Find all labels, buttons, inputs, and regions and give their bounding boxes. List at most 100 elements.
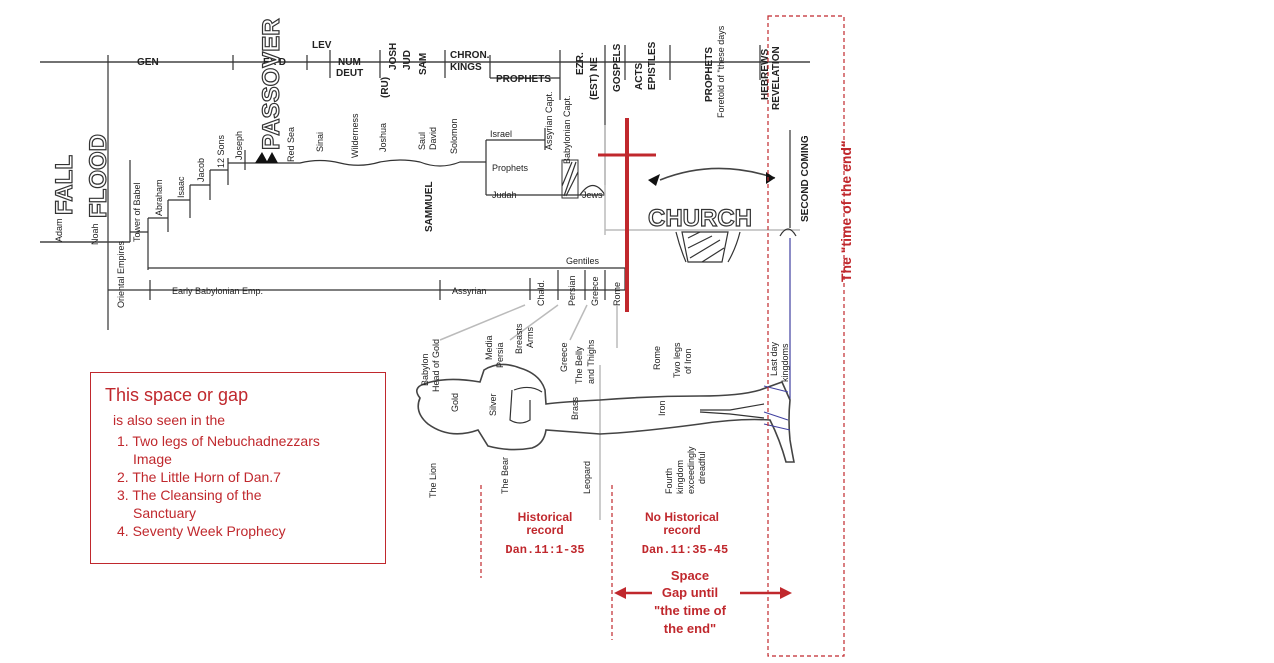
empire-timeline: Oriental Empires Early Babylonian Emp. A… xyxy=(108,240,625,520)
label-church: CHURCH xyxy=(648,205,752,232)
label-persia: Persia xyxy=(495,342,505,368)
label-samuel: SAMMUEL xyxy=(424,181,435,232)
label-saul: Saul xyxy=(417,132,427,150)
space-line-1: Space xyxy=(671,568,709,583)
label-assyrian: Assyrian xyxy=(452,286,487,296)
label-babylonian-capt: Babylonian Capt. xyxy=(562,95,572,164)
arrow-right-icon xyxy=(780,587,792,599)
space-line-4: the end" xyxy=(664,621,716,636)
cross xyxy=(598,118,656,312)
label-wilderness: Wilderness xyxy=(350,113,360,158)
label-kingdom: kingdom xyxy=(675,460,685,494)
note-item: Image xyxy=(133,451,172,467)
label-image-greece: Greece xyxy=(559,342,569,372)
note-item: 1. Two legs of Nebuchadnezzars xyxy=(117,433,320,449)
note-item: 2. The Little Horn of Dan.7 xyxy=(117,469,281,485)
book-ruth: (RU) xyxy=(380,77,391,98)
label-greece: Greece xyxy=(590,276,600,306)
label-thighs: and Thighs xyxy=(586,339,596,384)
note-item: 4. Seventy Week Prophecy xyxy=(117,523,286,539)
label-solomon: Solomon xyxy=(449,118,459,154)
label-joshua: Joshua xyxy=(378,123,388,152)
note-list: 1. Two legs of Nebuchadnezzars Image 2. … xyxy=(103,432,373,540)
history-staircase: Adam FALL Noah FLOOD Tower of Babel Abra… xyxy=(40,18,626,290)
label-judah: Judah xyxy=(492,190,517,200)
book-gospels: GOSPELS xyxy=(612,43,623,92)
book-prophets-foretold: PROPHETS xyxy=(704,47,715,102)
label-jacob: Jacob xyxy=(196,158,206,182)
label-oriental-empires: Oriental Empires xyxy=(116,240,126,308)
gap-note-box: This space or gap is also seen in the 1.… xyxy=(90,372,386,564)
note-item: 3. The Cleansing of the xyxy=(117,487,262,503)
no-historical-line-1: No Historical xyxy=(645,510,719,524)
arrow-left-icon xyxy=(614,587,626,599)
annotations: The "time of the end" Historical record … xyxy=(480,15,854,657)
book-kings: KINGS xyxy=(450,62,482,73)
label-david: David xyxy=(428,127,438,150)
book-acts: ACTS xyxy=(634,62,645,90)
book-exodus: EX'D xyxy=(263,57,286,68)
label-flood: FLOOD xyxy=(85,134,112,218)
dan-11-1-35: Dan.11:1-35 xyxy=(505,543,584,557)
label-last-day: Last day xyxy=(769,341,779,376)
label-abraham: Abraham xyxy=(154,179,164,216)
label-image-rome: Rome xyxy=(652,346,662,370)
foretold-note: Foretold of "these days xyxy=(716,25,726,118)
label-isaac: Isaac xyxy=(176,176,186,198)
book-est-ne: (EST) NE xyxy=(589,57,600,100)
label-chaldean: Chald. xyxy=(536,280,546,306)
label-rome: Rome xyxy=(612,282,622,306)
label-fourth: Fourth xyxy=(664,468,674,494)
label-israel: Israel xyxy=(490,129,512,139)
label-time-of-the-end: The "time of the end" xyxy=(838,140,854,282)
label-exceedingly: exceedingly xyxy=(686,446,696,494)
label-joseph: Joseph xyxy=(234,131,244,160)
space-line-3: "the time of xyxy=(654,603,727,618)
label-passover: PASSOVER xyxy=(258,18,285,150)
statue-image: Babylon Head of Gold Gold Media Persia B… xyxy=(416,323,795,498)
label-prophets: Prophets xyxy=(492,163,529,173)
space-line-2: Gap until xyxy=(662,585,718,600)
label-second-coming: SECOND COMING xyxy=(800,135,811,222)
label-persian: Persian xyxy=(567,275,577,306)
book-deut: DEUT xyxy=(336,68,363,79)
label-fall: FALL xyxy=(51,155,78,215)
label-bear: The Bear xyxy=(500,457,510,494)
label-jews: Jews xyxy=(582,190,603,200)
label-media: Media xyxy=(484,335,494,360)
book-hebrews: HEBREWS xyxy=(760,49,771,100)
label-of-iron: of Iron xyxy=(683,348,693,374)
label-silver: Silver xyxy=(488,393,498,416)
church-section: CHURCH SECOND COMING xyxy=(604,125,811,400)
label-early-babylonian: Early Babylonian Emp. xyxy=(172,286,263,296)
label-breasts: Breasts xyxy=(514,323,524,354)
dan-11-35-45: Dan.11:35-45 xyxy=(642,543,728,557)
label-iron: Iron xyxy=(657,400,667,416)
historical-line-2: record xyxy=(526,523,563,537)
book-lev: LEV xyxy=(312,40,332,51)
book-epistles: EPISTLES xyxy=(647,41,658,90)
note-subheading: is also seen in the xyxy=(113,412,226,428)
label-two-legs: Two legs xyxy=(672,342,682,378)
note-item: Sanctuary xyxy=(133,505,197,521)
book-jud: JUD xyxy=(402,50,413,70)
label-dreadful: dreadful xyxy=(697,451,707,484)
label-babylon: Babylon xyxy=(420,353,430,386)
book-chron: CHRON. xyxy=(450,50,490,61)
book-gen: GEN xyxy=(137,57,159,68)
book-josh: JOSH xyxy=(388,43,399,70)
book-ezra: EZR. xyxy=(575,52,586,75)
label-head-of-gold: Head of Gold xyxy=(431,339,441,392)
no-historical-line-2: record xyxy=(663,523,700,537)
label-gold: Gold xyxy=(450,393,460,412)
label-gentiles: Gentiles xyxy=(566,256,600,266)
historical-line-1: Historical xyxy=(518,510,573,524)
label-lion: The Lion xyxy=(428,463,438,498)
book-num: NUM xyxy=(338,57,361,68)
note-heading: This space or gap xyxy=(105,385,249,405)
book-sam: SAM xyxy=(418,53,429,75)
label-12-sons: 12 Sons xyxy=(216,134,226,168)
book-prophets: PROPHETS xyxy=(496,74,551,85)
label-assyrian-capt: Assyrian Capt. xyxy=(544,91,554,150)
